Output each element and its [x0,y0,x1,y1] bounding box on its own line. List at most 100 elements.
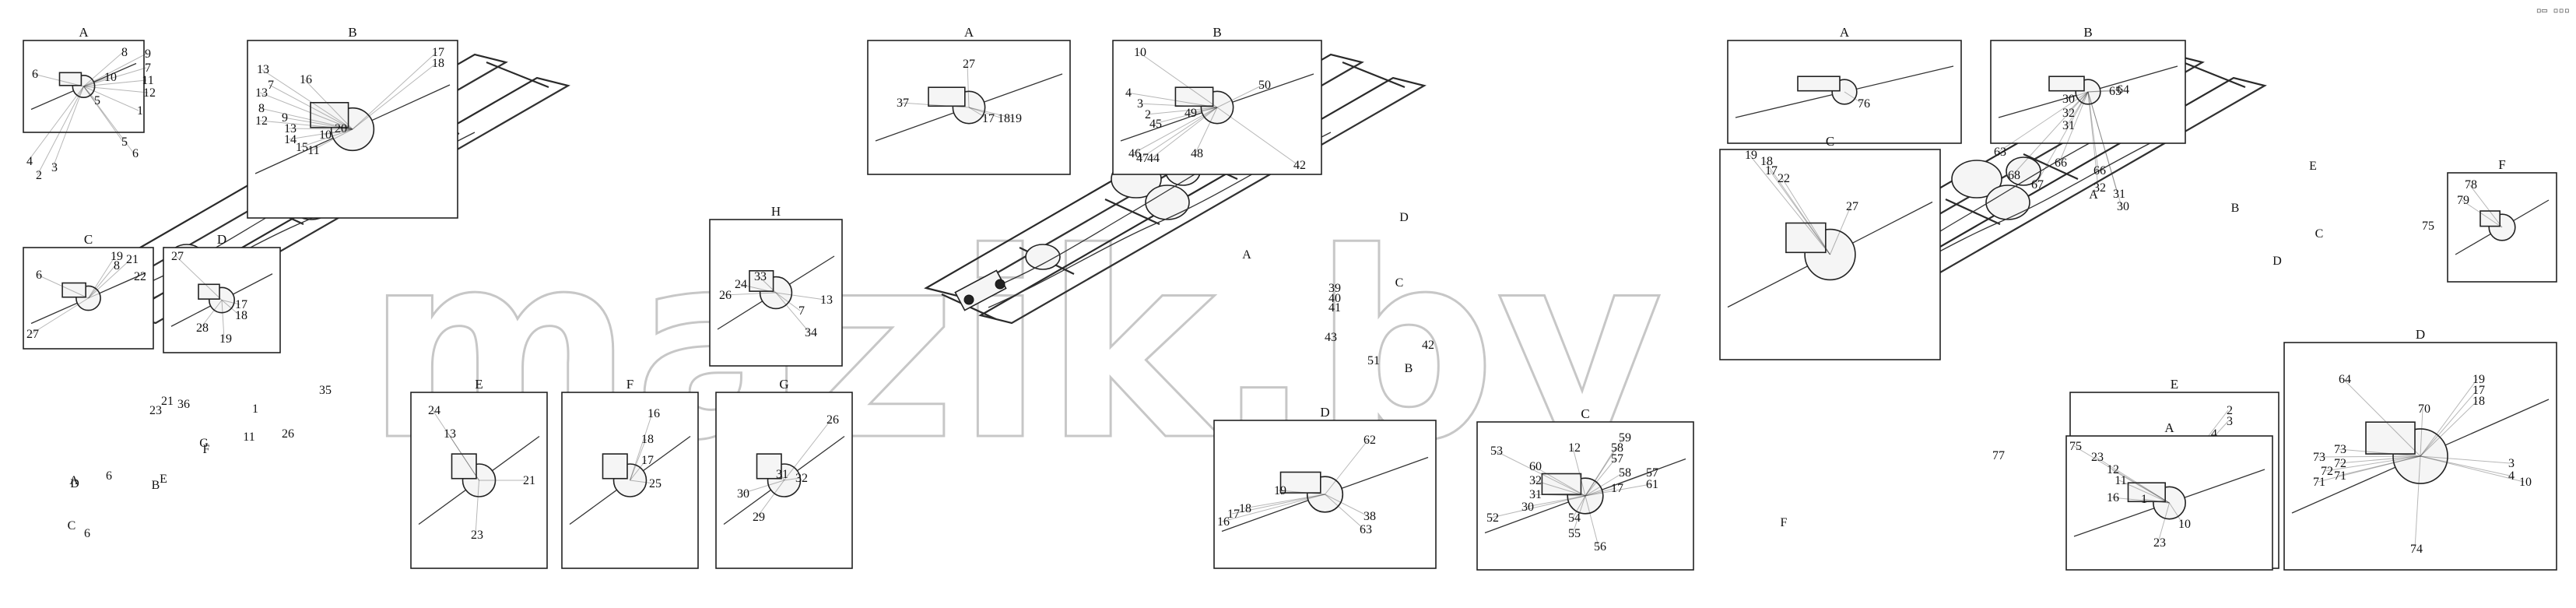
inset-title: B [1213,25,1221,40]
part-callout: 75 [2069,440,2082,453]
part-callout: 61 [1646,478,1658,491]
part-callout: 48 [1191,147,1203,160]
inset-box [163,247,281,353]
part-callout: 14 [284,133,297,146]
part-callout: 31 [2113,188,2125,201]
part-callout: 23 [471,529,483,542]
part-callout: 12 [2107,463,2119,476]
frame-callout: A [1242,248,1251,262]
part-callout: 18 [2472,395,2485,408]
part-callout: 3 [51,161,58,174]
part-callout: 31 [1529,488,1542,501]
part-callout: 19 [219,332,232,346]
frame-callout: 43 [1325,331,1337,344]
part-callout: 71 [2334,469,2346,483]
part-callout: 5 [94,94,100,107]
watermark: mazik.by [366,198,1664,497]
part-callout: 8 [121,46,128,59]
part-callout: 47 [1136,152,1149,165]
part-callout: 10 [319,128,332,142]
part-callout: 7 [268,79,274,92]
part-callout: 17 [1611,482,1623,495]
part-callout: 33 [754,270,767,283]
part-callout: 13 [820,293,833,307]
part-callout: 42 [1293,159,1306,172]
part-callout: 13 [284,122,297,135]
part-callout: 44 [1147,152,1160,165]
part-callout: 34 [805,326,817,339]
part-callout: 66 [2093,164,2106,177]
part-callout: 73 [2334,443,2346,456]
part-callout: 19 [1274,484,1286,497]
part-callout: 26 [719,289,732,302]
part-callout: 58 [1619,466,1631,480]
part-callout: 10 [1134,46,1146,59]
part-callout: 19 [2472,373,2485,386]
part-callout: 8 [258,102,265,115]
frame-callout: B [1405,362,1413,375]
part-callout: 9 [282,111,288,125]
part-callout: 18 [432,57,444,70]
part-callout: 16 [2107,491,2119,504]
frame-callout: A [2089,188,2098,202]
part-callout: 6 [132,147,139,160]
inset-title: B [2083,25,2092,40]
frame-callout: E [2309,160,2317,173]
inset-title: D [2416,327,2425,342]
part-callout: 12 [143,86,156,100]
inset-title: H [771,204,781,219]
part-callout: 11 [142,74,153,87]
part-callout: 22 [1778,172,1790,185]
frame-callout: 75 [2422,220,2434,233]
part-callout: 25 [649,477,662,490]
part-callout: 54 [1568,511,1581,525]
part-callout: 4 [2211,427,2217,441]
part-callout: 4 [26,155,33,168]
part-callout: 20 [335,122,347,135]
part-callout: 66 [2055,156,2067,170]
part-callout: 63 [1994,146,2006,159]
part-callout: 46 [1128,147,1141,160]
part-callout: 50 [1258,79,1271,92]
part-callout: 18 [235,309,247,322]
part-callout: 10 [104,71,117,84]
part-callout: 30 [1521,501,1534,514]
part-callout: 27 [963,58,975,71]
part-callout: 38 [1363,510,1376,523]
part-callout: 19 [1009,112,1022,125]
frame-callout: F [1781,516,1788,529]
part-callout: 32 [795,472,808,485]
part-callout: 17 [1227,508,1240,521]
frame-callout: 26 [282,427,294,441]
part-callout: 16 [648,407,660,420]
part-callout: 32 [2062,107,2075,120]
frame-callout: G [199,437,209,450]
part-callout: 21 [523,474,535,487]
frame-callout: D [2272,255,2282,268]
window-controls[interactable]: ▫▭ ▫▫▫ [2536,5,2570,16]
part-callout: 3 [1137,97,1143,111]
inset-title: D [1320,405,1329,420]
part-callout: 10 [2178,518,2191,531]
part-callout: 3 [2508,457,2515,470]
part-callout: 18 [1760,155,1773,168]
part-callout: 24 [428,404,440,417]
part-callout: 31 [776,468,788,481]
part-callout: 31 [2062,119,2075,132]
part-callout: 2 [2227,404,2233,417]
inset-title: G [779,377,788,392]
frame-callout: 39 [1328,282,1341,295]
part-callout: 30 [2062,93,2075,106]
part-callout: 2 [1145,108,1151,121]
